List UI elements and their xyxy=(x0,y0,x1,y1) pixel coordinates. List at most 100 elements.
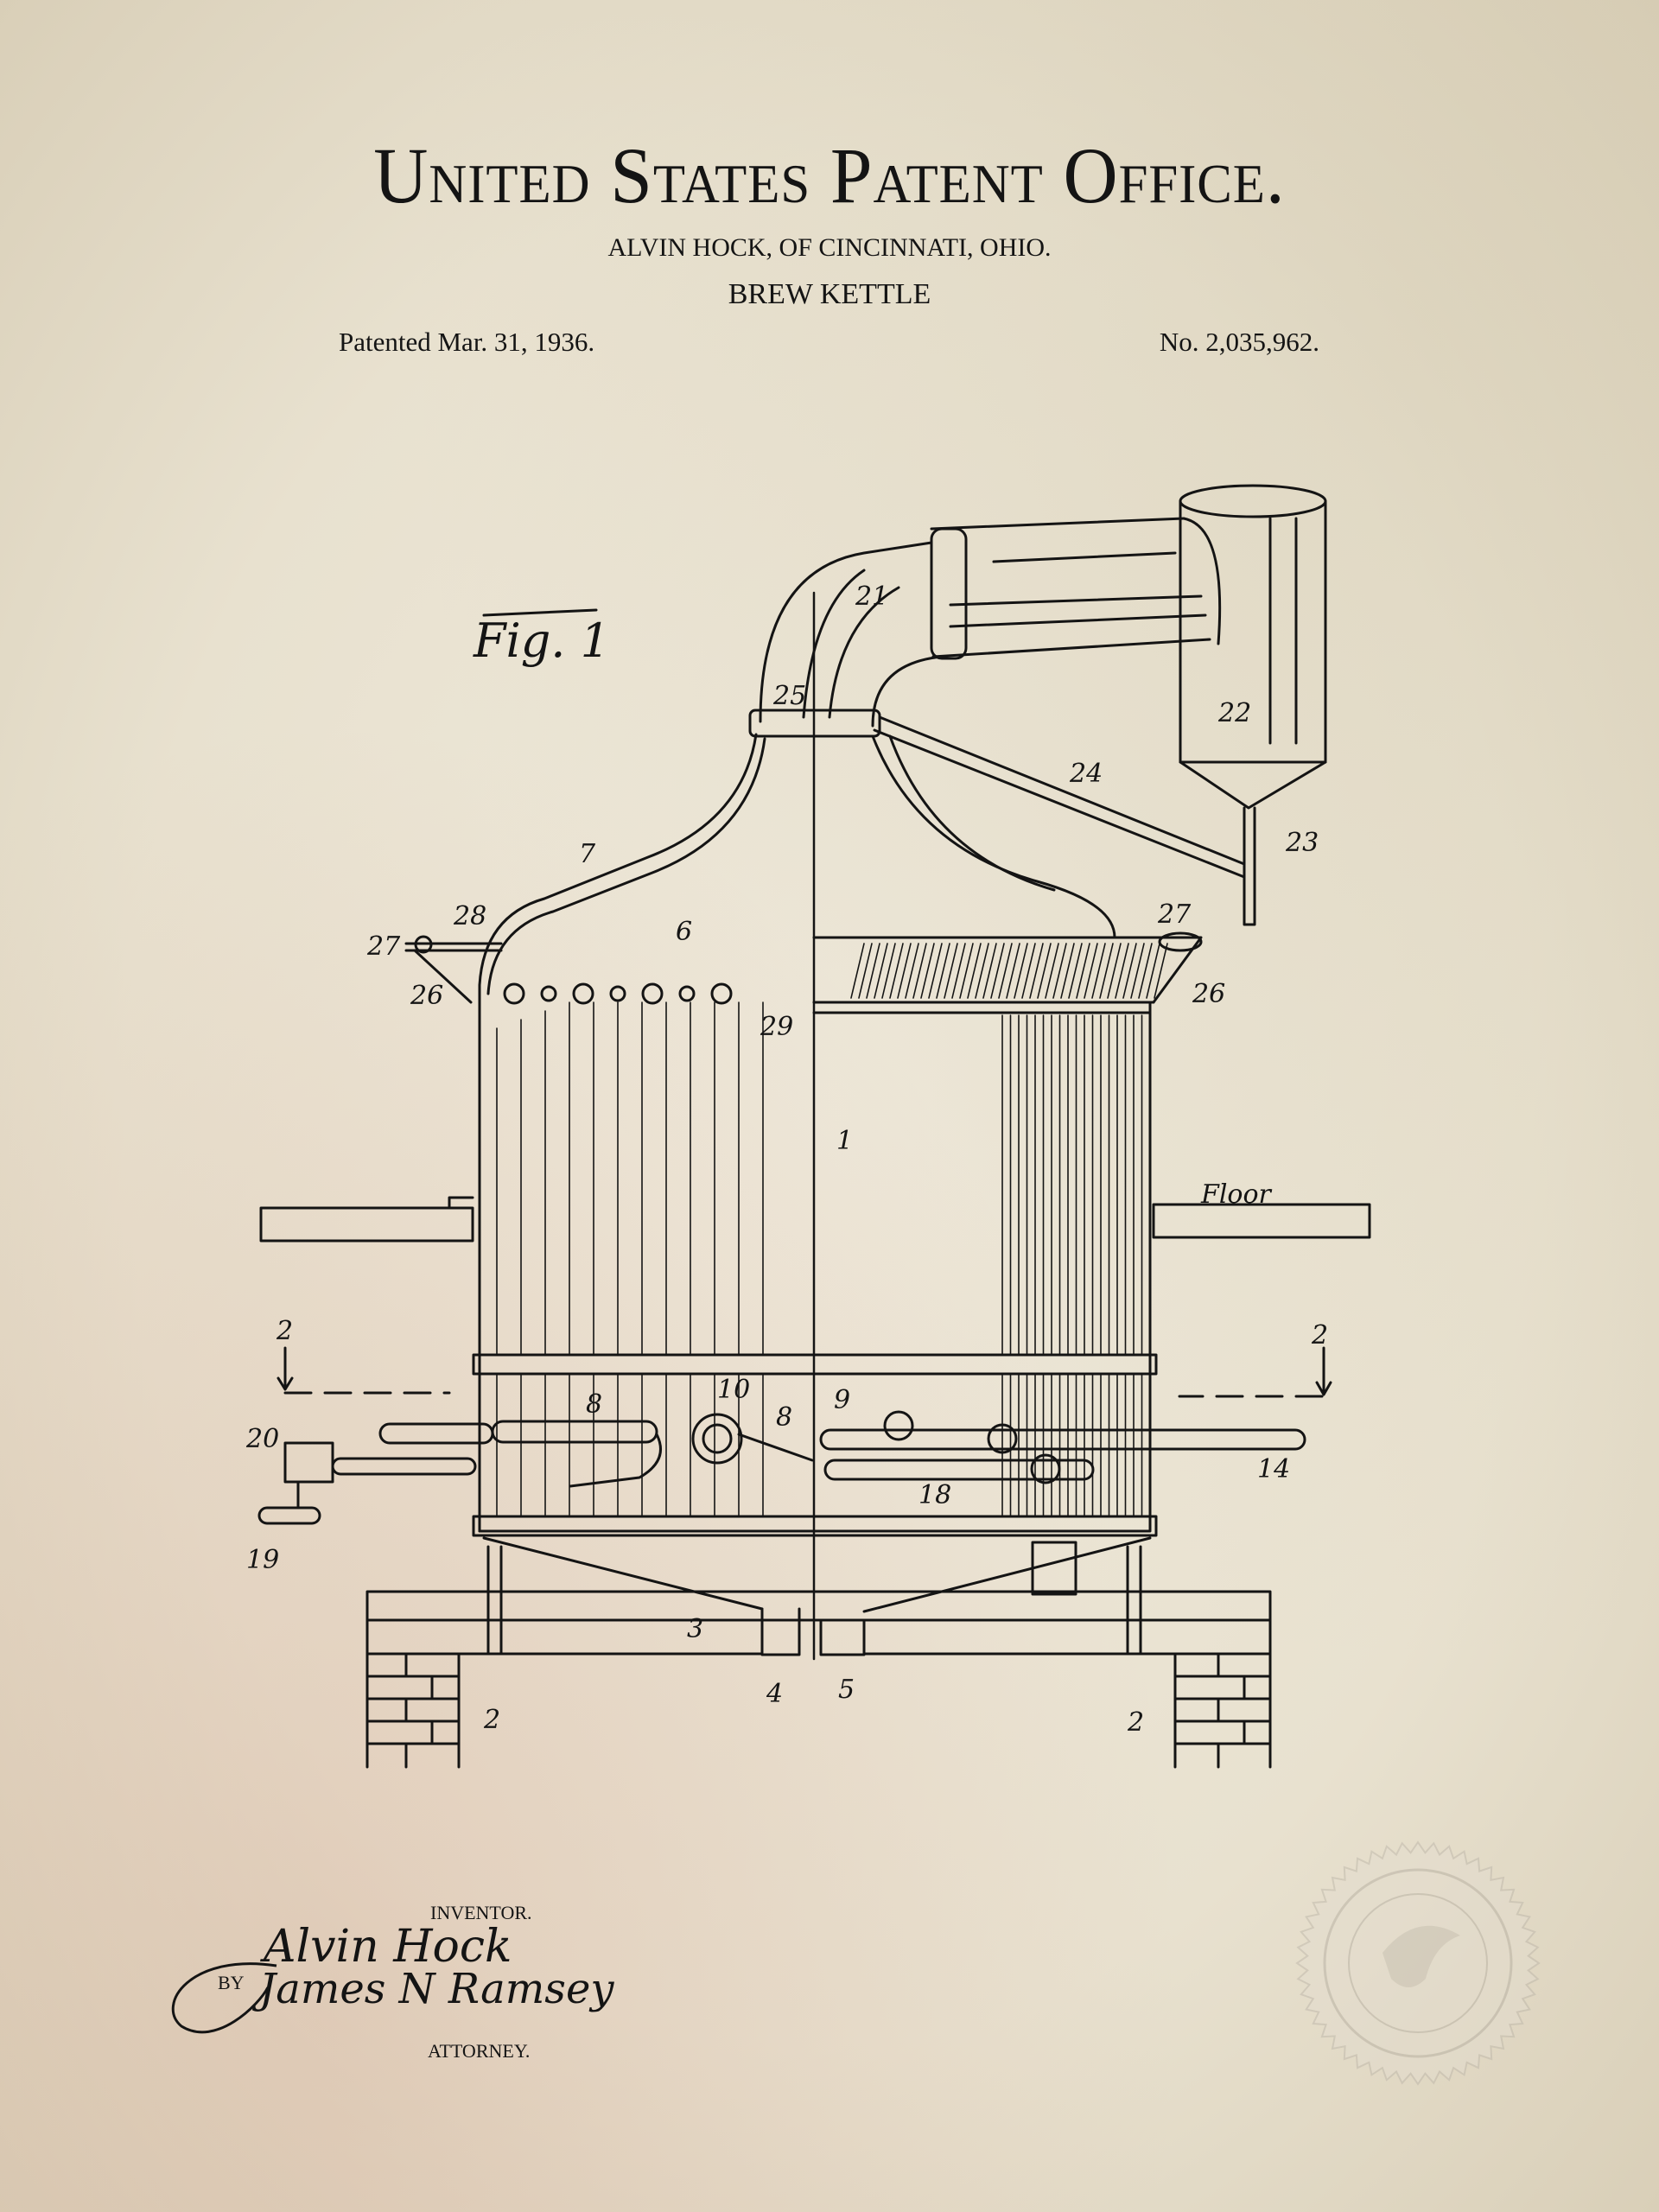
section-line-right xyxy=(1178,1346,1332,1398)
rim-hatch xyxy=(1154,943,1168,999)
inventor-signature: Alvin Hock xyxy=(260,1921,512,1973)
rim-hatch xyxy=(975,943,989,999)
attorney-caption: ATTORNEY. xyxy=(428,2040,530,2062)
rim-hatch xyxy=(1029,943,1044,999)
rim-hatch xyxy=(1115,943,1129,999)
rim-hatch xyxy=(982,943,997,999)
patent-date: Patented Mar. 31, 1936. xyxy=(339,327,595,357)
rim-hatch xyxy=(1107,943,1122,999)
section-line-left xyxy=(276,1346,451,1395)
label: 8 xyxy=(586,1389,602,1420)
page-title: United States Patent Office. xyxy=(373,131,1286,219)
rim-hatch xyxy=(912,943,927,999)
rim-hatch xyxy=(881,943,896,999)
label: 27 xyxy=(1157,899,1192,930)
label: 2 xyxy=(483,1705,500,1735)
port-hole xyxy=(572,982,594,1005)
rim-hatch xyxy=(1060,943,1075,999)
rim-hatch xyxy=(967,943,982,999)
rim-hatch xyxy=(1021,943,1036,999)
rim-hatch xyxy=(1037,943,1052,999)
label: 19 xyxy=(246,1545,279,1575)
rim-hatch xyxy=(858,943,873,999)
signature-block: INVENTOR. Alvin Hock BY James N Ramsey A… xyxy=(171,1902,614,2062)
label: 21 xyxy=(855,582,888,612)
rim-hatch xyxy=(951,943,966,999)
eagle-icon xyxy=(1382,1925,1460,1987)
kettle-body xyxy=(472,591,1168,1661)
label: 26 xyxy=(410,981,443,1011)
label: 26 xyxy=(1192,979,1225,1009)
rim-hatch xyxy=(1068,943,1083,999)
label: 2 xyxy=(1311,1320,1328,1351)
rim-hatch xyxy=(1099,943,1114,999)
figure-caption: Fig. 1 xyxy=(473,613,610,668)
label: 4 xyxy=(766,1679,783,1709)
label: 28 xyxy=(453,901,486,931)
port-hole xyxy=(609,985,626,1002)
rim-hatch xyxy=(1006,943,1020,999)
invention-title: BREW KETTLE xyxy=(728,278,931,310)
rim-hatch xyxy=(944,943,958,999)
rim-hatch xyxy=(1091,943,1106,999)
floor-label: Floor xyxy=(1200,1179,1273,1210)
label: 3 xyxy=(687,1614,703,1644)
label: 6 xyxy=(676,917,692,947)
signature-flourish xyxy=(171,1962,277,2034)
patent-number: No. 2,035,962. xyxy=(1159,327,1319,357)
label: 5 xyxy=(838,1675,855,1705)
rim-hatch xyxy=(1076,943,1090,999)
kettle-rim xyxy=(812,931,1203,1014)
rim-hatch xyxy=(897,943,912,999)
brick-pier-left xyxy=(365,1652,461,1769)
port-hole xyxy=(540,985,557,1002)
label: 8 xyxy=(776,1402,792,1433)
inventor-line: ALVIN HOCK, OF CINCINNATI, OHIO. xyxy=(607,233,1052,262)
label: 1 xyxy=(836,1126,853,1156)
label: 20 xyxy=(245,1424,279,1454)
port-hole xyxy=(641,982,664,1005)
rim-hatch xyxy=(850,943,865,999)
label: 2 xyxy=(1127,1707,1144,1738)
label: 2 xyxy=(276,1316,293,1346)
rim-hatch xyxy=(1084,943,1098,999)
rim-hatch xyxy=(990,943,1005,999)
label: 22 xyxy=(1217,698,1251,728)
label: 29 xyxy=(760,1012,793,1042)
rim-hatch xyxy=(1014,943,1028,999)
floor-slab-left xyxy=(259,1196,474,1243)
rim-hatch xyxy=(866,943,880,999)
patent-office-seal xyxy=(1295,1840,1541,2086)
inventor-caption: INVENTOR. xyxy=(430,1902,532,1923)
label: 7 xyxy=(579,839,596,869)
steam-pipes xyxy=(257,1410,1306,1525)
rim-hatch xyxy=(1052,943,1067,999)
label: 9 xyxy=(834,1385,850,1415)
label: 23 xyxy=(1285,828,1319,858)
label: 24 xyxy=(1069,759,1103,789)
label: 14 xyxy=(1257,1454,1290,1484)
label: 18 xyxy=(918,1480,951,1510)
rim-hatch xyxy=(936,943,950,999)
label: 27 xyxy=(366,931,401,962)
floor-slab-right xyxy=(1152,1203,1371,1239)
brick-pier-right xyxy=(1173,1652,1272,1769)
rim-hatch xyxy=(889,943,904,999)
caption-underline xyxy=(482,608,598,617)
port-hole xyxy=(678,985,696,1002)
rim-hatch xyxy=(905,943,919,999)
rim-hatch xyxy=(1130,943,1145,999)
reference-labels: 21 22 23 24 25 27 28 26 7 6 29 1 Floor 2… xyxy=(245,582,1328,1738)
label: 10 xyxy=(717,1375,750,1405)
rim-hatch xyxy=(1138,943,1153,999)
rim-hatch xyxy=(959,943,974,999)
rim-hatch xyxy=(1045,943,1059,999)
rim-hatch xyxy=(920,943,935,999)
kettle-cone xyxy=(482,1536,1152,1656)
port-hole xyxy=(503,982,525,1005)
by-caption: BY xyxy=(218,1972,245,1993)
left-bracket xyxy=(404,935,503,1004)
brace-rod xyxy=(873,715,1246,879)
rim-hatch xyxy=(928,943,943,999)
